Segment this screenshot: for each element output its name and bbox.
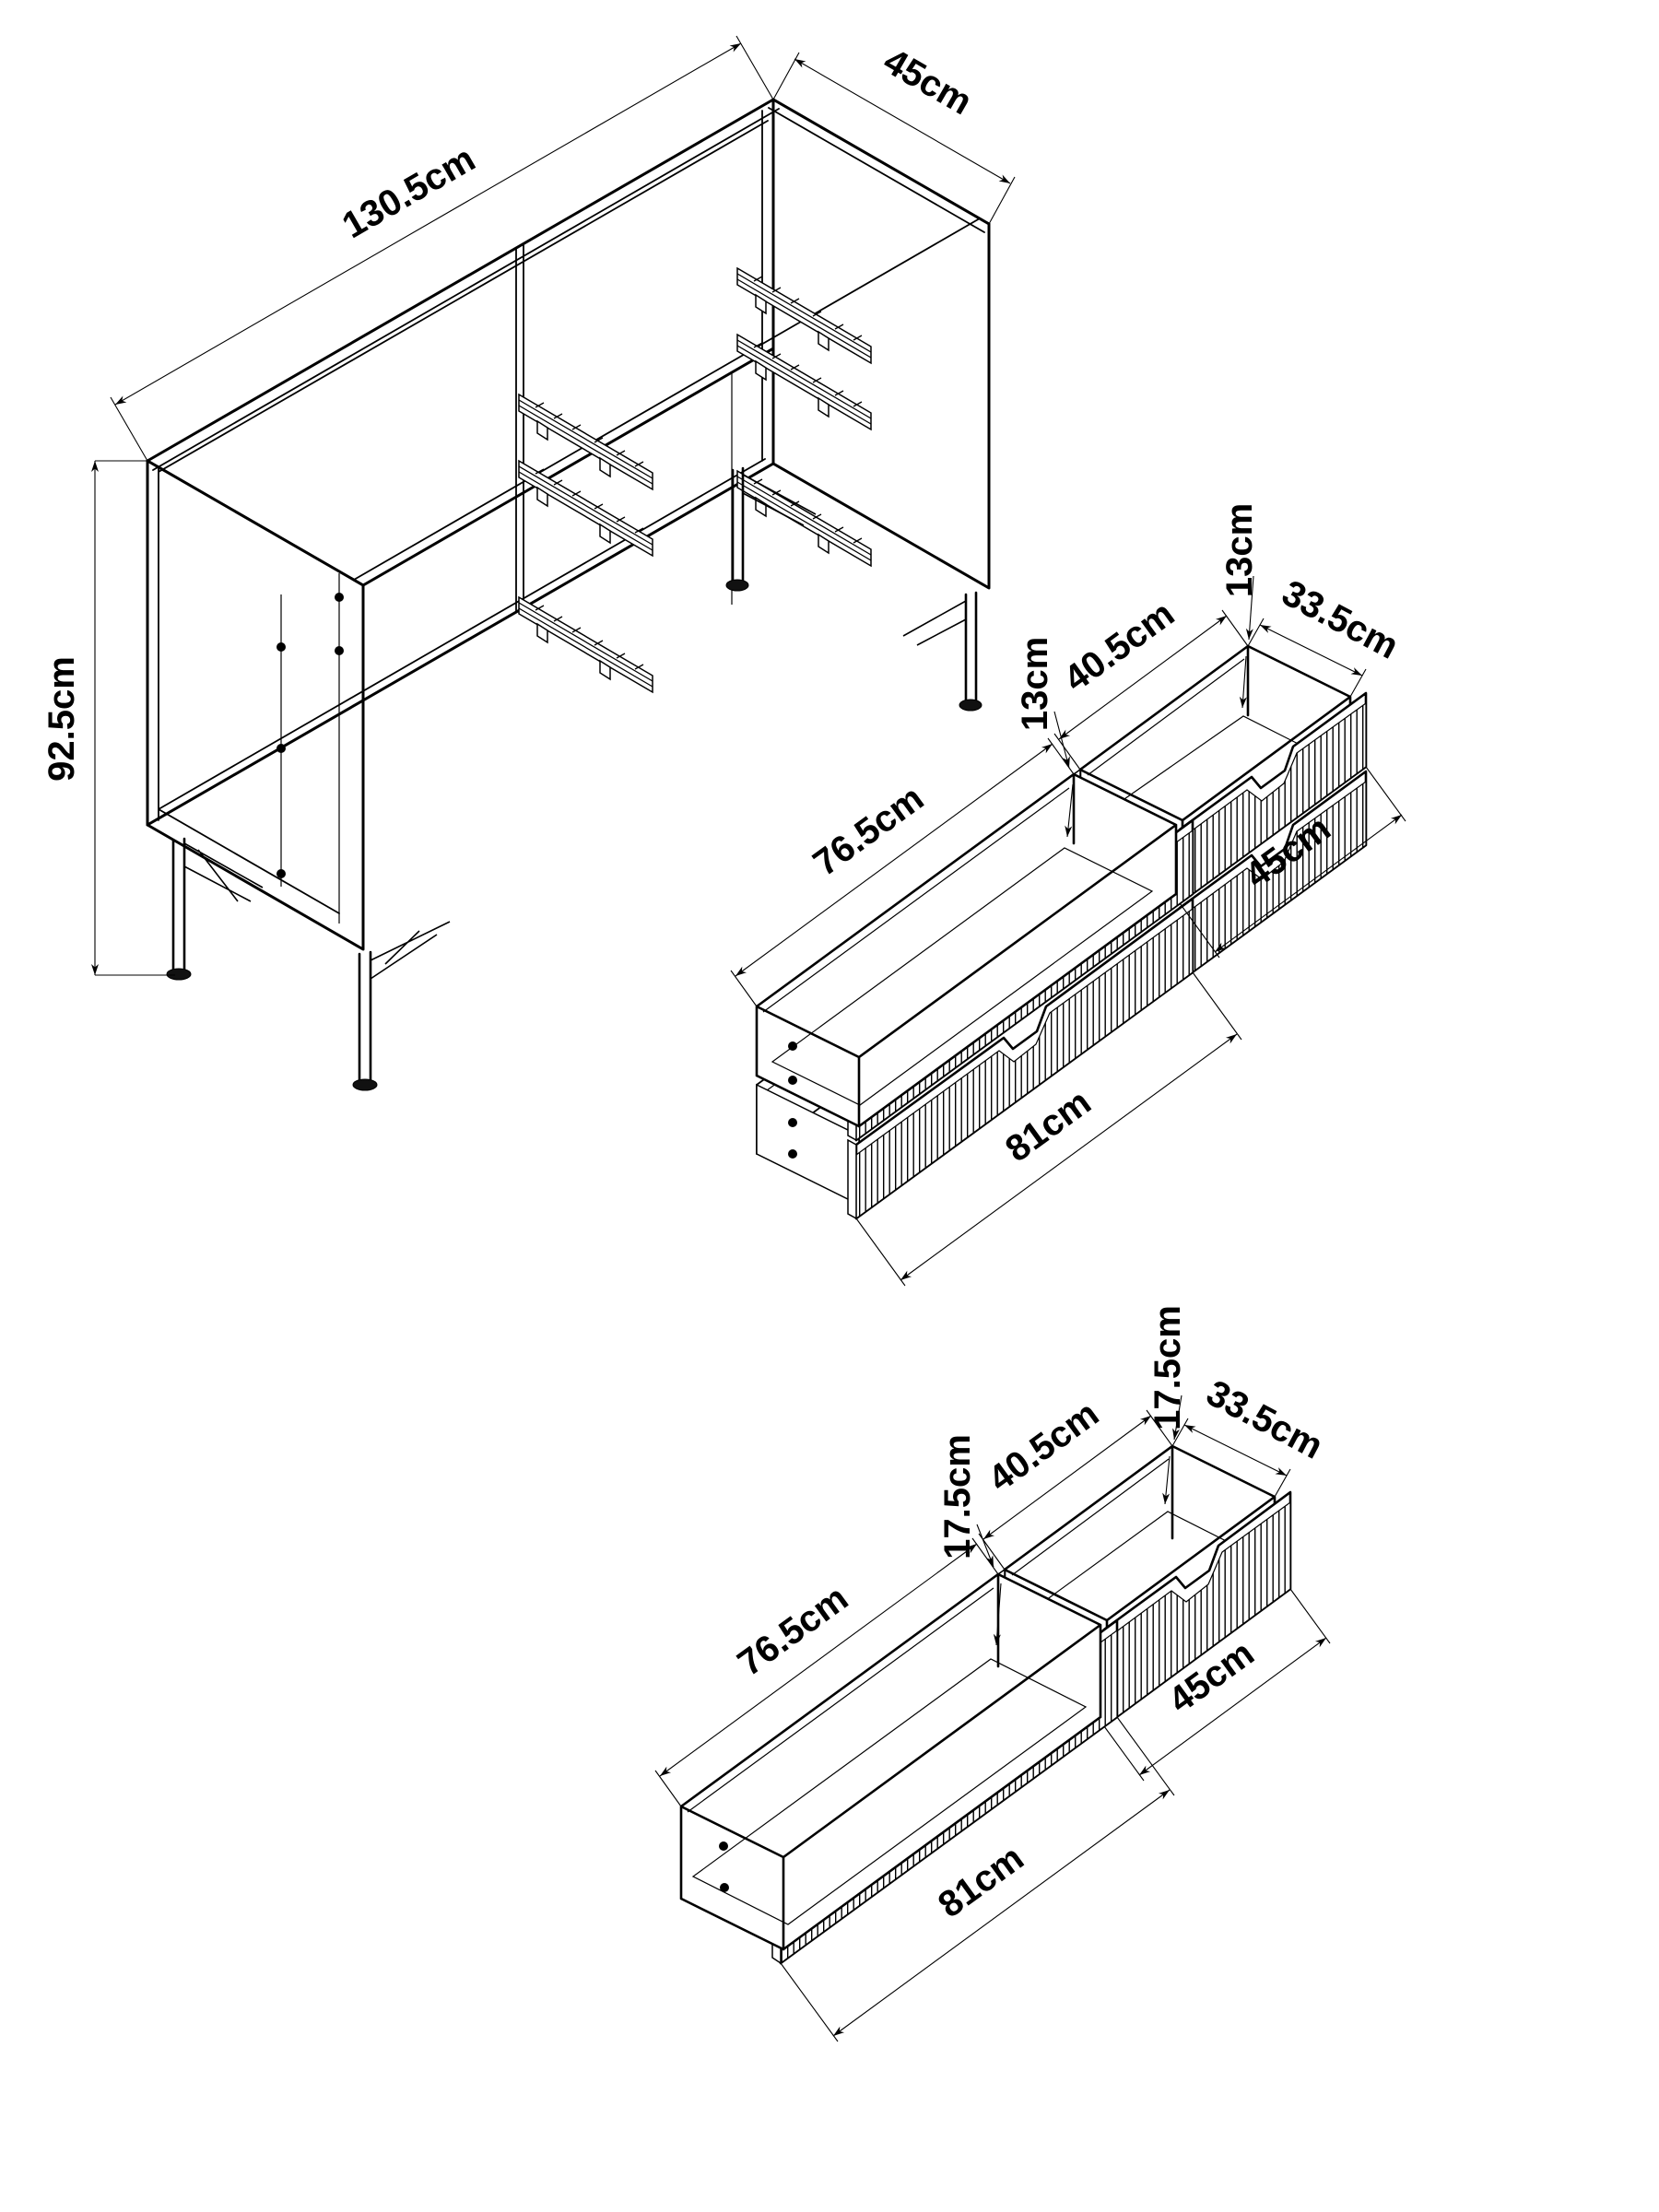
brace-front-right: [742, 474, 817, 526]
shallow-height-right-dimension: 13cm: [1219, 503, 1260, 709]
foot-back-right: [959, 699, 982, 712]
cabinet-isometric-view: 130.5cm 45cm 92.5cm: [41, 35, 1016, 1091]
leg-back-left: [171, 837, 186, 973]
deep-length-label: 76.5cm: [731, 1578, 856, 1684]
shallow-height-left-dimension: 13cm: [1015, 637, 1074, 838]
brace-back-left: [183, 842, 264, 902]
leg-front-left: [358, 950, 372, 1084]
foot-front-right: [725, 579, 749, 592]
leg-front-right: [731, 466, 745, 584]
foot-back-left: [166, 968, 192, 981]
cabinet-height-label: 92.5cm: [41, 656, 82, 782]
deep-height-right-dimension: 17.5cm: [1147, 1305, 1188, 1505]
leg-back-right: [964, 591, 978, 704]
cam-screw-dots: [276, 593, 344, 878]
foot-front-left: [352, 1078, 378, 1091]
deep-large-front-label: 81cm: [931, 1838, 1031, 1926]
deep-depth-label: 33.5cm: [1200, 1372, 1329, 1467]
cabinet-height-dimension: 92.5cm: [41, 460, 175, 976]
deep-height-left-label: 17.5cm: [937, 1434, 978, 1559]
shallow-height-left-label: 13cm: [1015, 637, 1055, 731]
cabinet-legs: [166, 466, 982, 1091]
deep-width-label: 40.5cm: [982, 1394, 1107, 1500]
brace-front-left: [370, 921, 451, 980]
cabinet-width-label: 130.5cm: [335, 138, 482, 246]
shallow-depth-label: 33.5cm: [1276, 572, 1405, 667]
shallow-drawers-view: 76.5cm 13cm 40.5cm 13cm 33.5cm 45cm: [730, 503, 1406, 1287]
shallow-height-right-label: 13cm: [1219, 503, 1260, 597]
deep-drawers-view: 76.5cm 17.5cm 40.5cm 17.5cm 33.5cm 45cm: [654, 1305, 1331, 2042]
shallow-length-label: 76.5cm: [806, 778, 932, 884]
deep-height-left-dimension: 17.5cm: [937, 1434, 1002, 1646]
cabinet-front-opening: [146, 98, 775, 827]
deep-height-right-label: 17.5cm: [1147, 1305, 1188, 1430]
shallow-width-label: 40.5cm: [1057, 594, 1182, 700]
brace-back-right: [902, 600, 967, 646]
wide-drawer-box-deep: [679, 1572, 1102, 1951]
cabinet-depth-label: 45cm: [877, 41, 979, 123]
